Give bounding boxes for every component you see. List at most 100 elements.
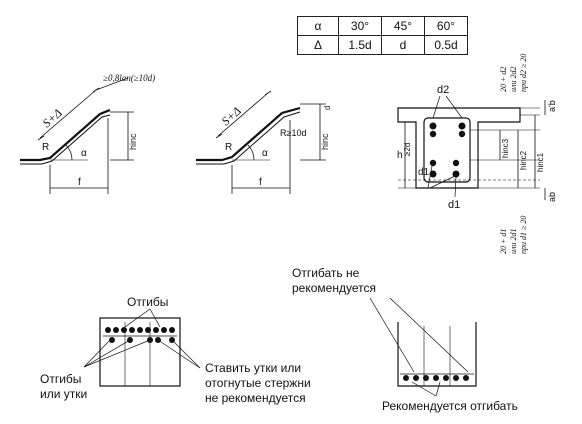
bar-circle: [105, 327, 111, 333]
leader: [83, 339, 131, 368]
span-label: f: [259, 177, 262, 188]
hinc1-label: hinc1: [536, 152, 545, 172]
bar-circle: [153, 327, 159, 333]
table-cell: d: [381, 35, 425, 55]
beam-outline: [397, 322, 477, 387]
bend-parameter-table: α 30° 45° 60° Δ 1.5d d 0.5d: [297, 16, 468, 55]
beam-cross-section: [397, 95, 546, 200]
detail-right-bars: [403, 375, 469, 381]
bar-circle: [429, 170, 437, 178]
leader: [389, 297, 469, 373]
leader: [149, 308, 161, 328]
bent-bar: [20, 108, 111, 162]
leader: [369, 297, 415, 373]
radius-label: R: [42, 142, 49, 153]
note-line: 20 + d1: [499, 229, 508, 254]
bar-circle: [121, 327, 127, 333]
no-bend-note-line: рекомендуется: [292, 281, 376, 295]
d1-lower-label: d1: [448, 199, 460, 211]
bar-circle: [423, 375, 429, 381]
bar-circle: [129, 327, 135, 333]
bend-detail-1: [20, 77, 134, 194]
recommend-bend-label: Рекомендуется отгибать: [382, 399, 518, 413]
bar-circle: [403, 375, 409, 381]
bar-circle: [147, 337, 153, 343]
bar-circle: [127, 337, 133, 343]
radius-small-label: R: [225, 142, 232, 153]
bar-circle: [433, 375, 439, 381]
bar-circle: [429, 159, 437, 167]
bar-circle: [161, 327, 167, 333]
angle-arc: [247, 144, 255, 161]
leader: [83, 337, 113, 368]
note-line: или 2d2: [509, 67, 518, 93]
bends-label: Отгибы: [127, 295, 168, 309]
leader: [171, 339, 201, 369]
no-bend-note-line: Отгибать не: [292, 266, 360, 280]
detail-left-section: [83, 308, 201, 387]
hinc2-label: hinc2: [519, 150, 528, 170]
hinc3-label: hinc3: [501, 138, 510, 158]
bar-circle: [453, 375, 459, 381]
detail-right-section: [369, 297, 477, 397]
leader: [83, 339, 151, 368]
radius-label: R≥10d: [280, 128, 306, 138]
note-line: при d2 ≥ 20: [519, 54, 528, 92]
bent-bar: [196, 106, 301, 162]
left-note-line: Отгибы: [40, 372, 81, 386]
anchor-label: ≥0,8lan(≥10d): [103, 73, 155, 83]
table-cell: 0.5d: [424, 35, 468, 55]
bar-circle: [429, 122, 437, 130]
bar-circle: [145, 327, 151, 333]
bar-circle: [452, 170, 460, 178]
note-bottom: 20 + d1 или 2d1 при d1 ≥ 20: [499, 216, 528, 254]
note-line: при d1 ≥ 20: [519, 216, 528, 254]
gap-label: ≥2d: [403, 143, 412, 156]
detail-left-bars: [105, 327, 175, 343]
bar-circle: [113, 327, 119, 333]
bar-circle: [137, 327, 143, 333]
angle-label: α: [262, 148, 268, 159]
leader: [124, 308, 151, 328]
bar-circle: [169, 337, 175, 343]
bar-circle: [155, 337, 161, 343]
beam-outline: [99, 317, 181, 387]
right-note-line: не рекомендуется: [205, 391, 306, 405]
bar-circle: [463, 375, 469, 381]
left-note-line: или утки: [40, 387, 87, 401]
table-cell: 1.5d: [338, 35, 382, 55]
anchor-dimension-line: [95, 77, 129, 91]
leader: [435, 381, 441, 397]
d2-label: d2: [437, 84, 449, 96]
bar-circle: [458, 122, 466, 130]
slant-dimension-line: [39, 89, 97, 139]
height-label: hinc: [128, 133, 138, 150]
bent-bar-lower: [196, 111, 301, 165]
slant-label: S+Δ: [219, 104, 244, 129]
slant-dimension-line: [217, 92, 269, 137]
leader: [157, 339, 201, 369]
a-bottom-label: ab: [547, 192, 557, 202]
bar-circle: [443, 375, 449, 381]
slant-label: S+Δ: [40, 106, 65, 131]
bar-circle: [413, 375, 419, 381]
bar-diameter-label: d: [323, 106, 332, 110]
table-row: Δ 1.5d d 0.5d: [297, 35, 468, 55]
right-note-line: отогнутые стержни: [205, 376, 311, 390]
stirrup: [423, 117, 471, 183]
a-top-label: a'b: [547, 100, 557, 112]
bar-circle: [429, 130, 437, 138]
bar-circle: [169, 327, 175, 333]
bend-detail-2: [196, 90, 326, 194]
d1-label: d1: [418, 167, 430, 178]
h-label: h: [397, 150, 403, 161]
span-label: f: [78, 177, 81, 188]
angle-arc: [65, 144, 73, 161]
bent-bar-lower: [20, 114, 111, 165]
note-line: 20 + d2: [499, 67, 508, 92]
bar-circle: [109, 337, 115, 343]
right-note-line: Ставить утки или: [205, 361, 301, 375]
bar-circle: [458, 130, 466, 138]
note-top: 20 + d2 или 2d2 при d2 ≥ 20: [499, 54, 528, 92]
